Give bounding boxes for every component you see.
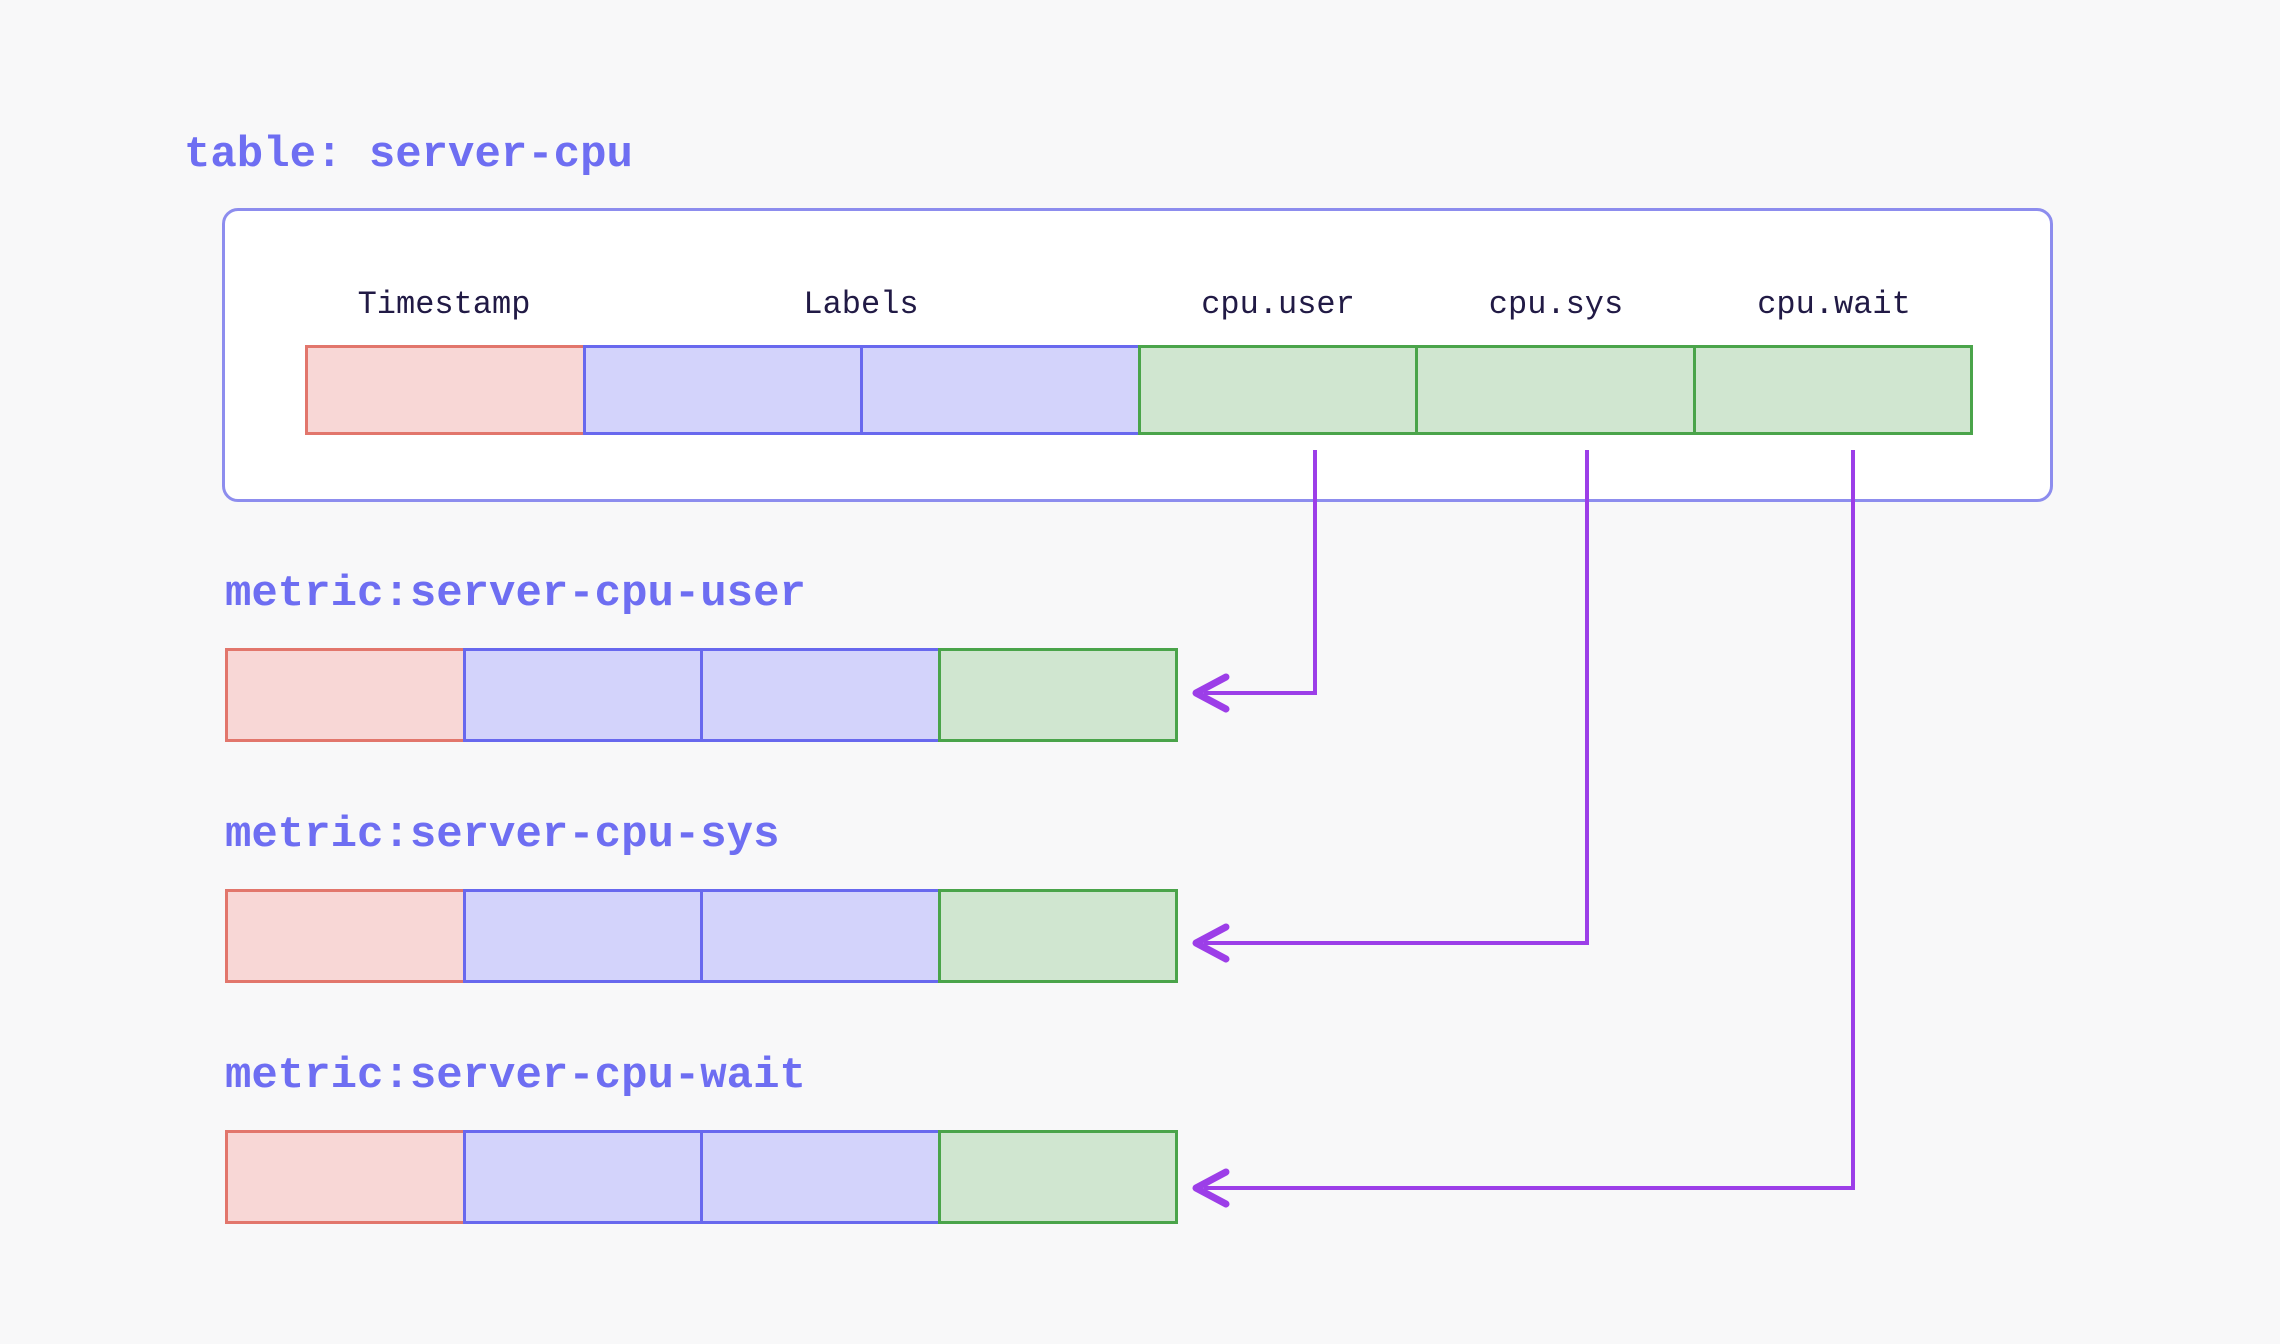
arrow-cpu-wait-to-metric <box>1192 450 1855 1208</box>
value-cell <box>1137 345 1418 435</box>
arrow-line <box>1204 450 1589 945</box>
column-header-cpu-user: cpu.user <box>1201 286 1355 323</box>
column-header-timestamp: Timestamp <box>357 286 531 323</box>
value-cell <box>937 1130 1178 1224</box>
timestamp-cell <box>225 889 466 983</box>
labels-cell <box>462 1130 703 1224</box>
value-cell <box>937 648 1178 742</box>
arrow-cpu-sys-to-metric <box>1192 450 1589 963</box>
labels-cell <box>582 345 863 435</box>
timestamp-cell <box>225 1130 466 1224</box>
table-title: table: server-cpu <box>184 130 633 180</box>
timestamp-cell <box>305 345 586 435</box>
arrowhead-left-icon <box>1192 1168 1230 1208</box>
table-column-headers: Timestamp Labels cpu.user cpu.sys cpu.wa… <box>305 284 1973 326</box>
metric-row-cpu-wait <box>225 1130 1178 1224</box>
labels-cell <box>860 345 1141 435</box>
table-row <box>305 345 1973 435</box>
labels-cell <box>462 648 703 742</box>
value-cell <box>937 889 1178 983</box>
metric-title-cpu-user: metric:server-cpu-user <box>225 569 806 619</box>
arrowhead-left-icon <box>1192 923 1230 963</box>
column-header-cpu-sys: cpu.sys <box>1488 286 1624 323</box>
labels-cell <box>462 889 703 983</box>
labels-cell <box>700 889 941 983</box>
metric-row-cpu-user <box>225 648 1178 742</box>
labels-cell <box>700 1130 941 1224</box>
labels-cell <box>700 648 941 742</box>
metric-title-cpu-sys: metric:server-cpu-sys <box>225 810 780 860</box>
column-header-cpu-wait: cpu.wait <box>1757 286 1911 323</box>
arrow-line <box>1204 450 1855 1190</box>
metric-row-cpu-sys <box>225 889 1178 983</box>
value-cell <box>1415 345 1696 435</box>
metric-title-cpu-wait: metric:server-cpu-wait <box>225 1051 806 1101</box>
timestamp-cell <box>225 648 466 742</box>
column-header-labels: Labels <box>803 286 919 323</box>
arrowhead-left-icon <box>1192 673 1230 713</box>
value-cell <box>1692 345 1973 435</box>
